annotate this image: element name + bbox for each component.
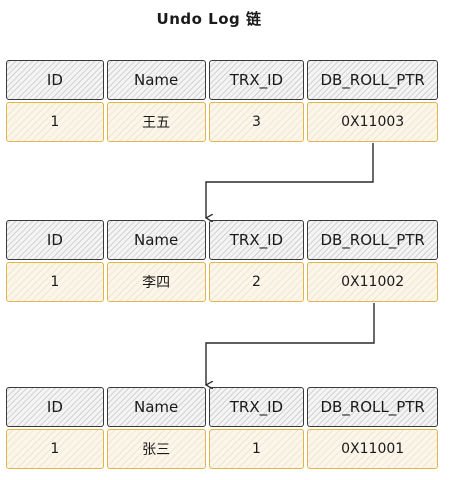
header-trx-id: TRX_ID (208, 387, 305, 427)
header-trx-id: TRX_ID (208, 220, 305, 260)
record-header-row: ID Name TRX_ID DB_ROLL_PTR (6, 387, 438, 427)
record-header-row: ID Name TRX_ID DB_ROLL_PTR (6, 60, 438, 100)
value-trx-id: 3 (208, 102, 305, 142)
value-db-roll-ptr: 0X11001 (307, 429, 438, 469)
header-db-roll-ptr: DB_ROLL_PTR (307, 60, 438, 100)
undo-record-3: ID Name TRX_ID DB_ROLL_PTR 1 张三 1 0X1100… (6, 387, 438, 469)
record-header-row: ID Name TRX_ID DB_ROLL_PTR (6, 220, 438, 260)
header-db-roll-ptr: DB_ROLL_PTR (307, 220, 438, 260)
value-id: 1 (6, 102, 104, 142)
roll-pointer-arrow-1 (206, 143, 374, 218)
value-name: 张三 (106, 429, 206, 469)
undo-record-1: ID Name TRX_ID DB_ROLL_PTR 1 王五 3 0X1100… (6, 60, 438, 142)
roll-pointer-arrow-2 (206, 303, 375, 385)
diagram-title: Undo Log 链 (156, 10, 262, 28)
record-value-row: 1 王五 3 0X11003 (6, 102, 438, 142)
value-name: 李四 (106, 262, 206, 302)
value-trx-id: 1 (208, 429, 305, 469)
header-name: Name (106, 220, 206, 260)
undo-record-2: ID Name TRX_ID DB_ROLL_PTR 1 李四 2 0X1100… (6, 220, 438, 302)
header-id: ID (6, 220, 104, 260)
header-name: Name (106, 387, 206, 427)
value-db-roll-ptr: 0X11002 (307, 262, 438, 302)
header-db-roll-ptr: DB_ROLL_PTR (307, 387, 438, 427)
header-id: ID (6, 60, 104, 100)
header-name: Name (106, 60, 206, 100)
value-id: 1 (6, 262, 104, 302)
record-value-row: 1 李四 2 0X11002 (6, 262, 438, 302)
record-value-row: 1 张三 1 0X11001 (6, 429, 438, 469)
value-trx-id: 2 (208, 262, 305, 302)
header-id: ID (6, 387, 104, 427)
value-id: 1 (6, 429, 104, 469)
value-name: 王五 (106, 102, 206, 142)
value-db-roll-ptr: 0X11003 (307, 102, 438, 142)
header-trx-id: TRX_ID (208, 60, 305, 100)
